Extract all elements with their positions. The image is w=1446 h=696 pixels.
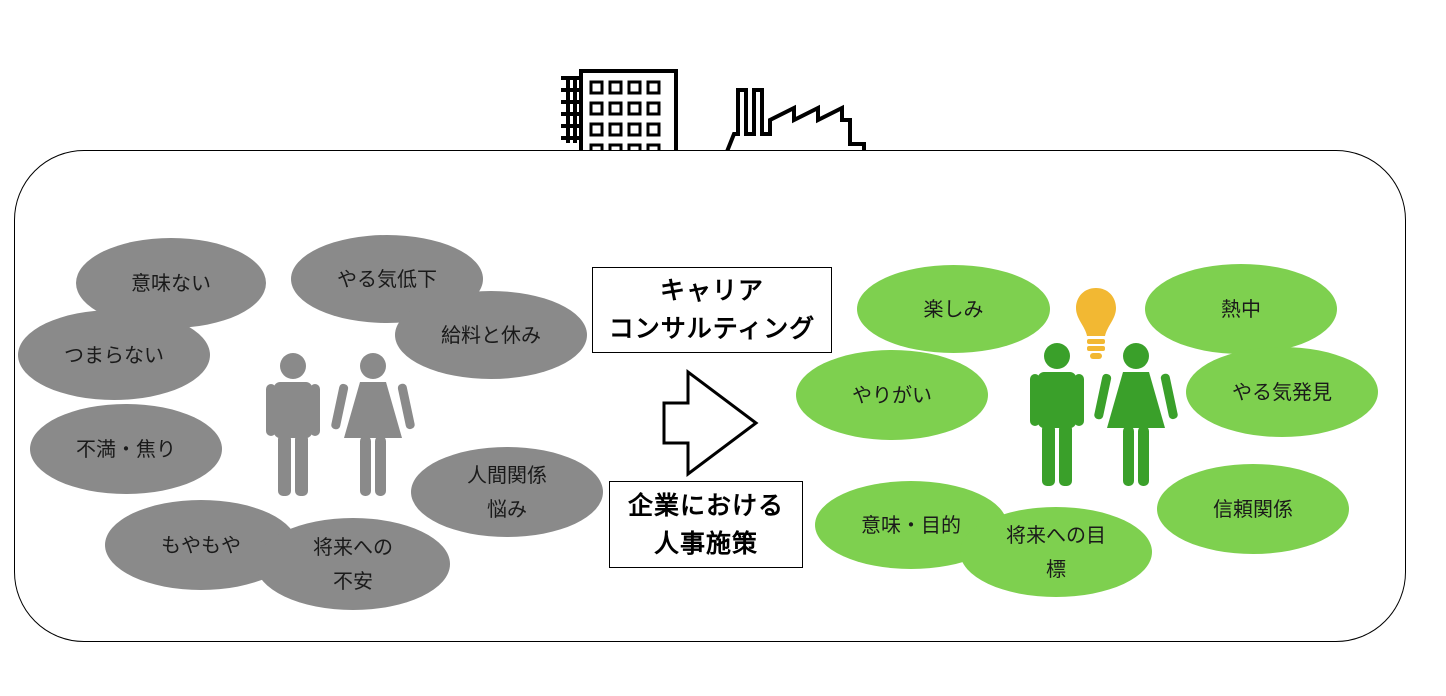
hr-measures-line2: 人事施策 xyxy=(653,528,758,558)
career-consulting-box: キャリア コンサルティング xyxy=(592,267,832,353)
bubble-fuman-aseri: 不満・焦り xyxy=(30,404,222,494)
bubble-shorai-mokuhyo: 将来への目 標 xyxy=(960,507,1152,597)
right-arrow-icon xyxy=(662,369,759,477)
lightbulb-icon xyxy=(1076,288,1116,359)
bubble-ningen-kankei: 人間関係 悩み xyxy=(411,447,603,537)
man-woman-icon-left xyxy=(266,353,415,496)
bubble-yarigai: やりがい xyxy=(796,350,988,440)
bubble-shinrai-kankei: 信頼関係 xyxy=(1157,464,1349,554)
bubble-tsumaranai: つまらない xyxy=(18,310,210,400)
career-consulting-line2: コンサルティング xyxy=(608,314,816,343)
man-woman-icon-right xyxy=(1030,343,1178,486)
bubble-yaruki-hakken: やる気発見 xyxy=(1186,347,1378,437)
bubble-kyuryo-yasumi: 給料と休み xyxy=(395,291,587,379)
hr-measures-line1: 企業における xyxy=(627,490,784,520)
bubble-netchu: 熱中 xyxy=(1145,264,1337,354)
bubble-tanoshimi: 楽しみ xyxy=(857,265,1050,353)
career-consulting-line1: キャリア xyxy=(659,276,764,305)
hr-measures-box: 企業における 人事施策 xyxy=(609,481,803,568)
bubble-shorai-fuan: 将来への 不安 xyxy=(256,518,450,610)
